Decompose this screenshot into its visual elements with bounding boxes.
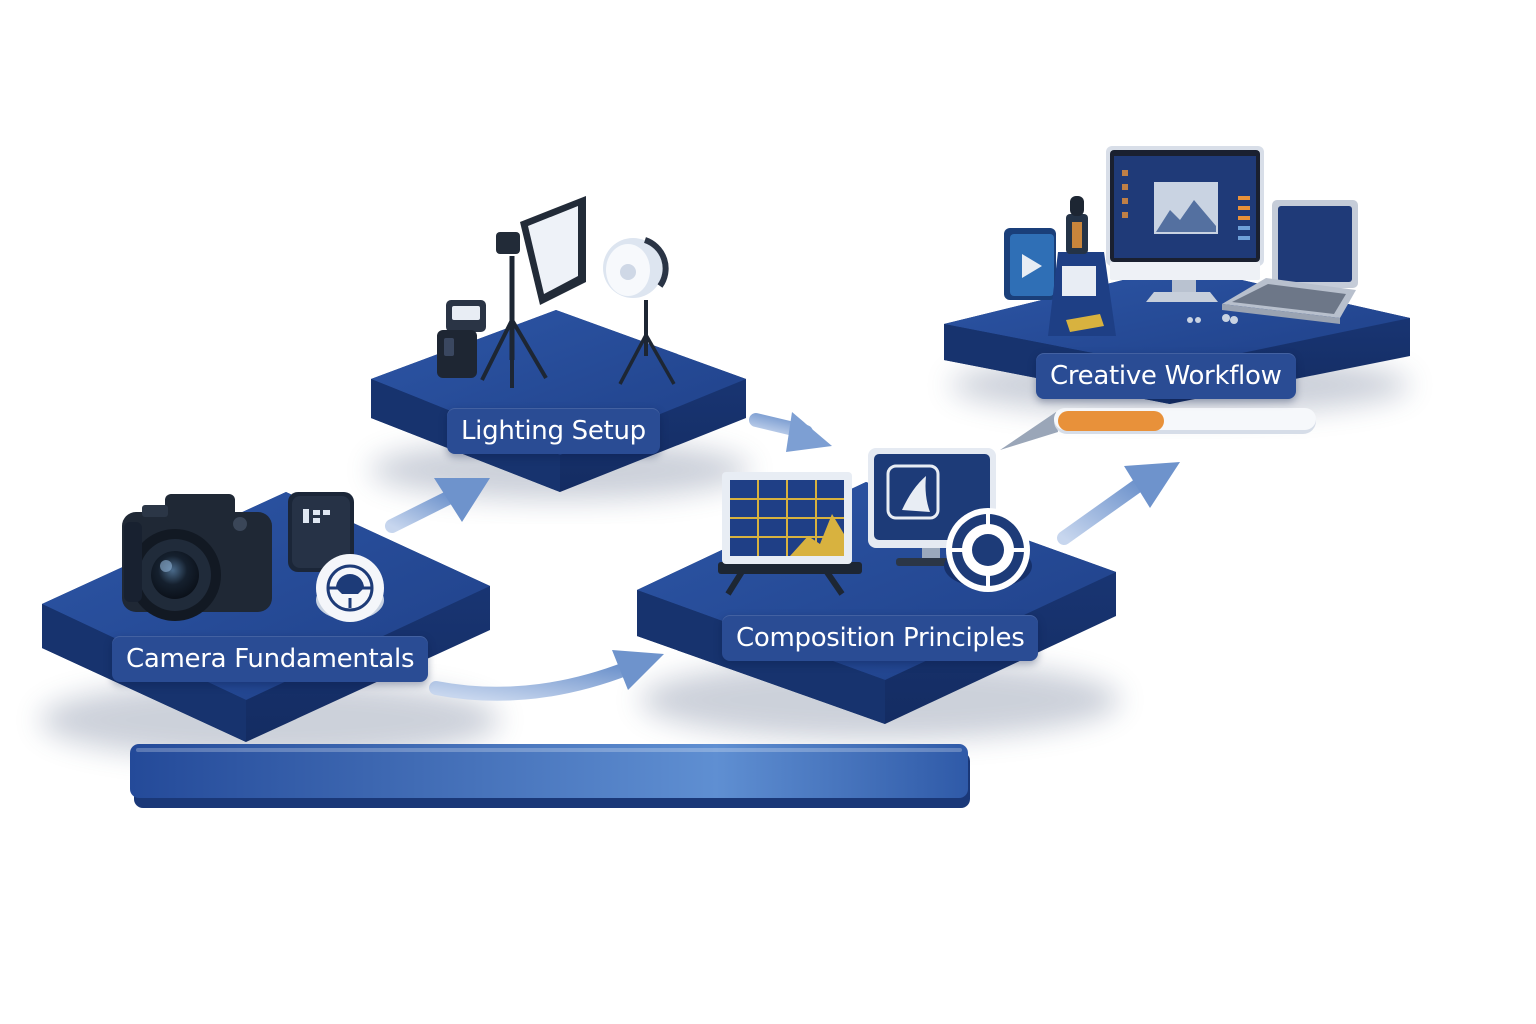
ink-bottle-icon <box>1048 196 1116 336</box>
stage-label-composition-principles: Composition Principles <box>722 615 1039 661</box>
accessory-dots <box>1187 314 1238 324</box>
focus-target-icon <box>944 508 1032 592</box>
desktop-monitor-icon <box>1106 146 1264 302</box>
stage-label-camera-fundamentals: Camera Fundamentals <box>112 636 429 682</box>
flash-unit-icon <box>437 300 486 378</box>
dslr-camera-icon <box>122 494 272 621</box>
arrow-camera-to-composition <box>429 650 664 701</box>
arrow-camera-to-lighting <box>385 478 490 533</box>
arrow-lighting-to-composition <box>749 412 832 452</box>
aperture-icon <box>316 554 384 622</box>
stage-label-lighting-setup: Lighting Setup <box>447 408 660 454</box>
arrow-composition-to-workflow <box>1057 462 1180 545</box>
progress-pen-icon <box>1000 408 1316 450</box>
grid-chart-easel-icon <box>718 472 862 596</box>
platform-creative-workflow <box>944 146 1410 404</box>
stage-label-creative-workflow: Creative Workflow <box>1036 353 1296 399</box>
softbox-icon <box>480 196 586 388</box>
beauty-dish-icon <box>603 237 676 385</box>
camera-menu-icon <box>288 492 354 572</box>
laptop-icon <box>1222 200 1358 324</box>
progress-base-bar <box>130 744 970 808</box>
flow-arrows <box>385 412 1180 701</box>
play-tile-icon <box>1004 228 1056 300</box>
